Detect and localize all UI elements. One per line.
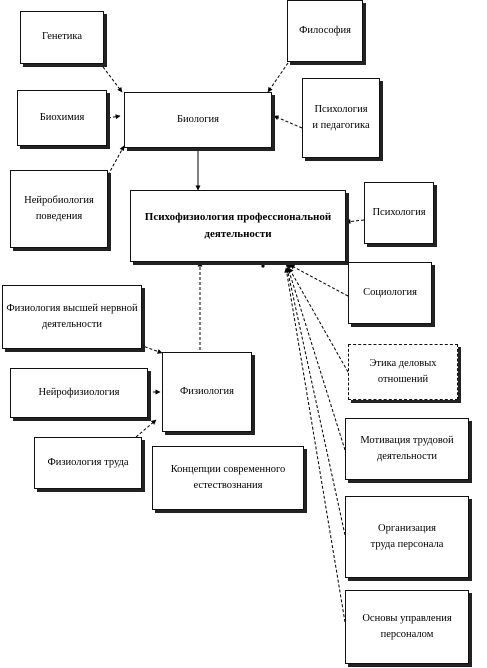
node-neurobio-label: Нейробиология поведения <box>24 194 94 222</box>
node-concepts-label: Концепции современного естествознания <box>170 463 286 491</box>
link-management-center <box>284 267 346 623</box>
node-hnd-physiology: Физиология высшей нервной деятельности <box>2 285 142 349</box>
node-psych-ped-label: Психология и педагогика <box>312 103 370 131</box>
node-psych-ped: Психология и педагогика <box>302 78 380 158</box>
link-motivation-center <box>286 267 346 451</box>
link-philosophy-biology <box>267 62 289 93</box>
node-neurophysiology: Нейрофизиология <box>10 368 148 418</box>
link-organization-center <box>285 267 346 536</box>
link-neurobio-biology <box>107 145 125 176</box>
node-management-label: Основы управления персоналом <box>362 612 452 640</box>
link-genetics-biology <box>99 62 123 93</box>
node-biochemistry: Биохимия <box>17 90 107 146</box>
node-physiology: Физиология <box>162 352 252 432</box>
small-dot <box>261 264 265 268</box>
node-organization-label: Организация труда персонала <box>370 522 444 550</box>
node-labor-physiology-label: Физиология труда <box>47 456 129 468</box>
node-organization: Организация труда персонала <box>345 496 469 578</box>
link-psychology-center <box>345 219 365 224</box>
node-center-label: Психофизиология профессиональной деятель… <box>144 210 332 240</box>
node-sociology-label: Социология <box>363 286 417 298</box>
node-genetics-label: Генетика <box>41 31 83 43</box>
node-hnd-physiology-label: Физиология высшей нервной деятельности <box>6 302 138 330</box>
link-labor-physiology <box>135 419 157 438</box>
node-biochemistry-label: Биохимия <box>39 111 85 123</box>
node-philosophy: Философия <box>287 0 363 62</box>
node-center: Психофизиология профессиональной деятель… <box>130 190 346 262</box>
node-ethics-label: Этика деловых отношений <box>369 357 437 385</box>
node-biology-label: Биология <box>176 113 219 125</box>
node-psychology: Психология <box>364 182 434 244</box>
node-philosophy-label: Философия <box>299 24 351 36</box>
node-neurophysiology-label: Нейрофизиология <box>38 386 120 398</box>
node-psychology-label: Психология <box>372 206 426 218</box>
link-biochemistry-biology <box>107 114 121 120</box>
node-physiology-label: Физиология <box>179 385 235 397</box>
node-genetics: Генетика <box>20 11 104 64</box>
node-management: Основы управления персоналом <box>345 590 469 664</box>
link-sociology-center <box>289 264 349 297</box>
node-neurobio: Нейробиология поведения <box>10 170 108 248</box>
node-motivation-label: Мотивация трудовой деятельности <box>360 434 454 462</box>
link-hnd-physiology <box>139 344 163 354</box>
node-labor-physiology: Физиология труда <box>34 437 142 489</box>
node-ethics: Этика деловых отношений <box>348 344 458 400</box>
junction-dot <box>286 262 292 268</box>
link-psychped-biology <box>273 115 303 129</box>
node-biology: Биология <box>124 92 272 148</box>
node-motivation: Мотивация трудовой деятельности <box>345 418 469 480</box>
node-sociology: Социология <box>348 262 432 324</box>
node-concepts: Концепции современного естествознания <box>152 446 304 510</box>
